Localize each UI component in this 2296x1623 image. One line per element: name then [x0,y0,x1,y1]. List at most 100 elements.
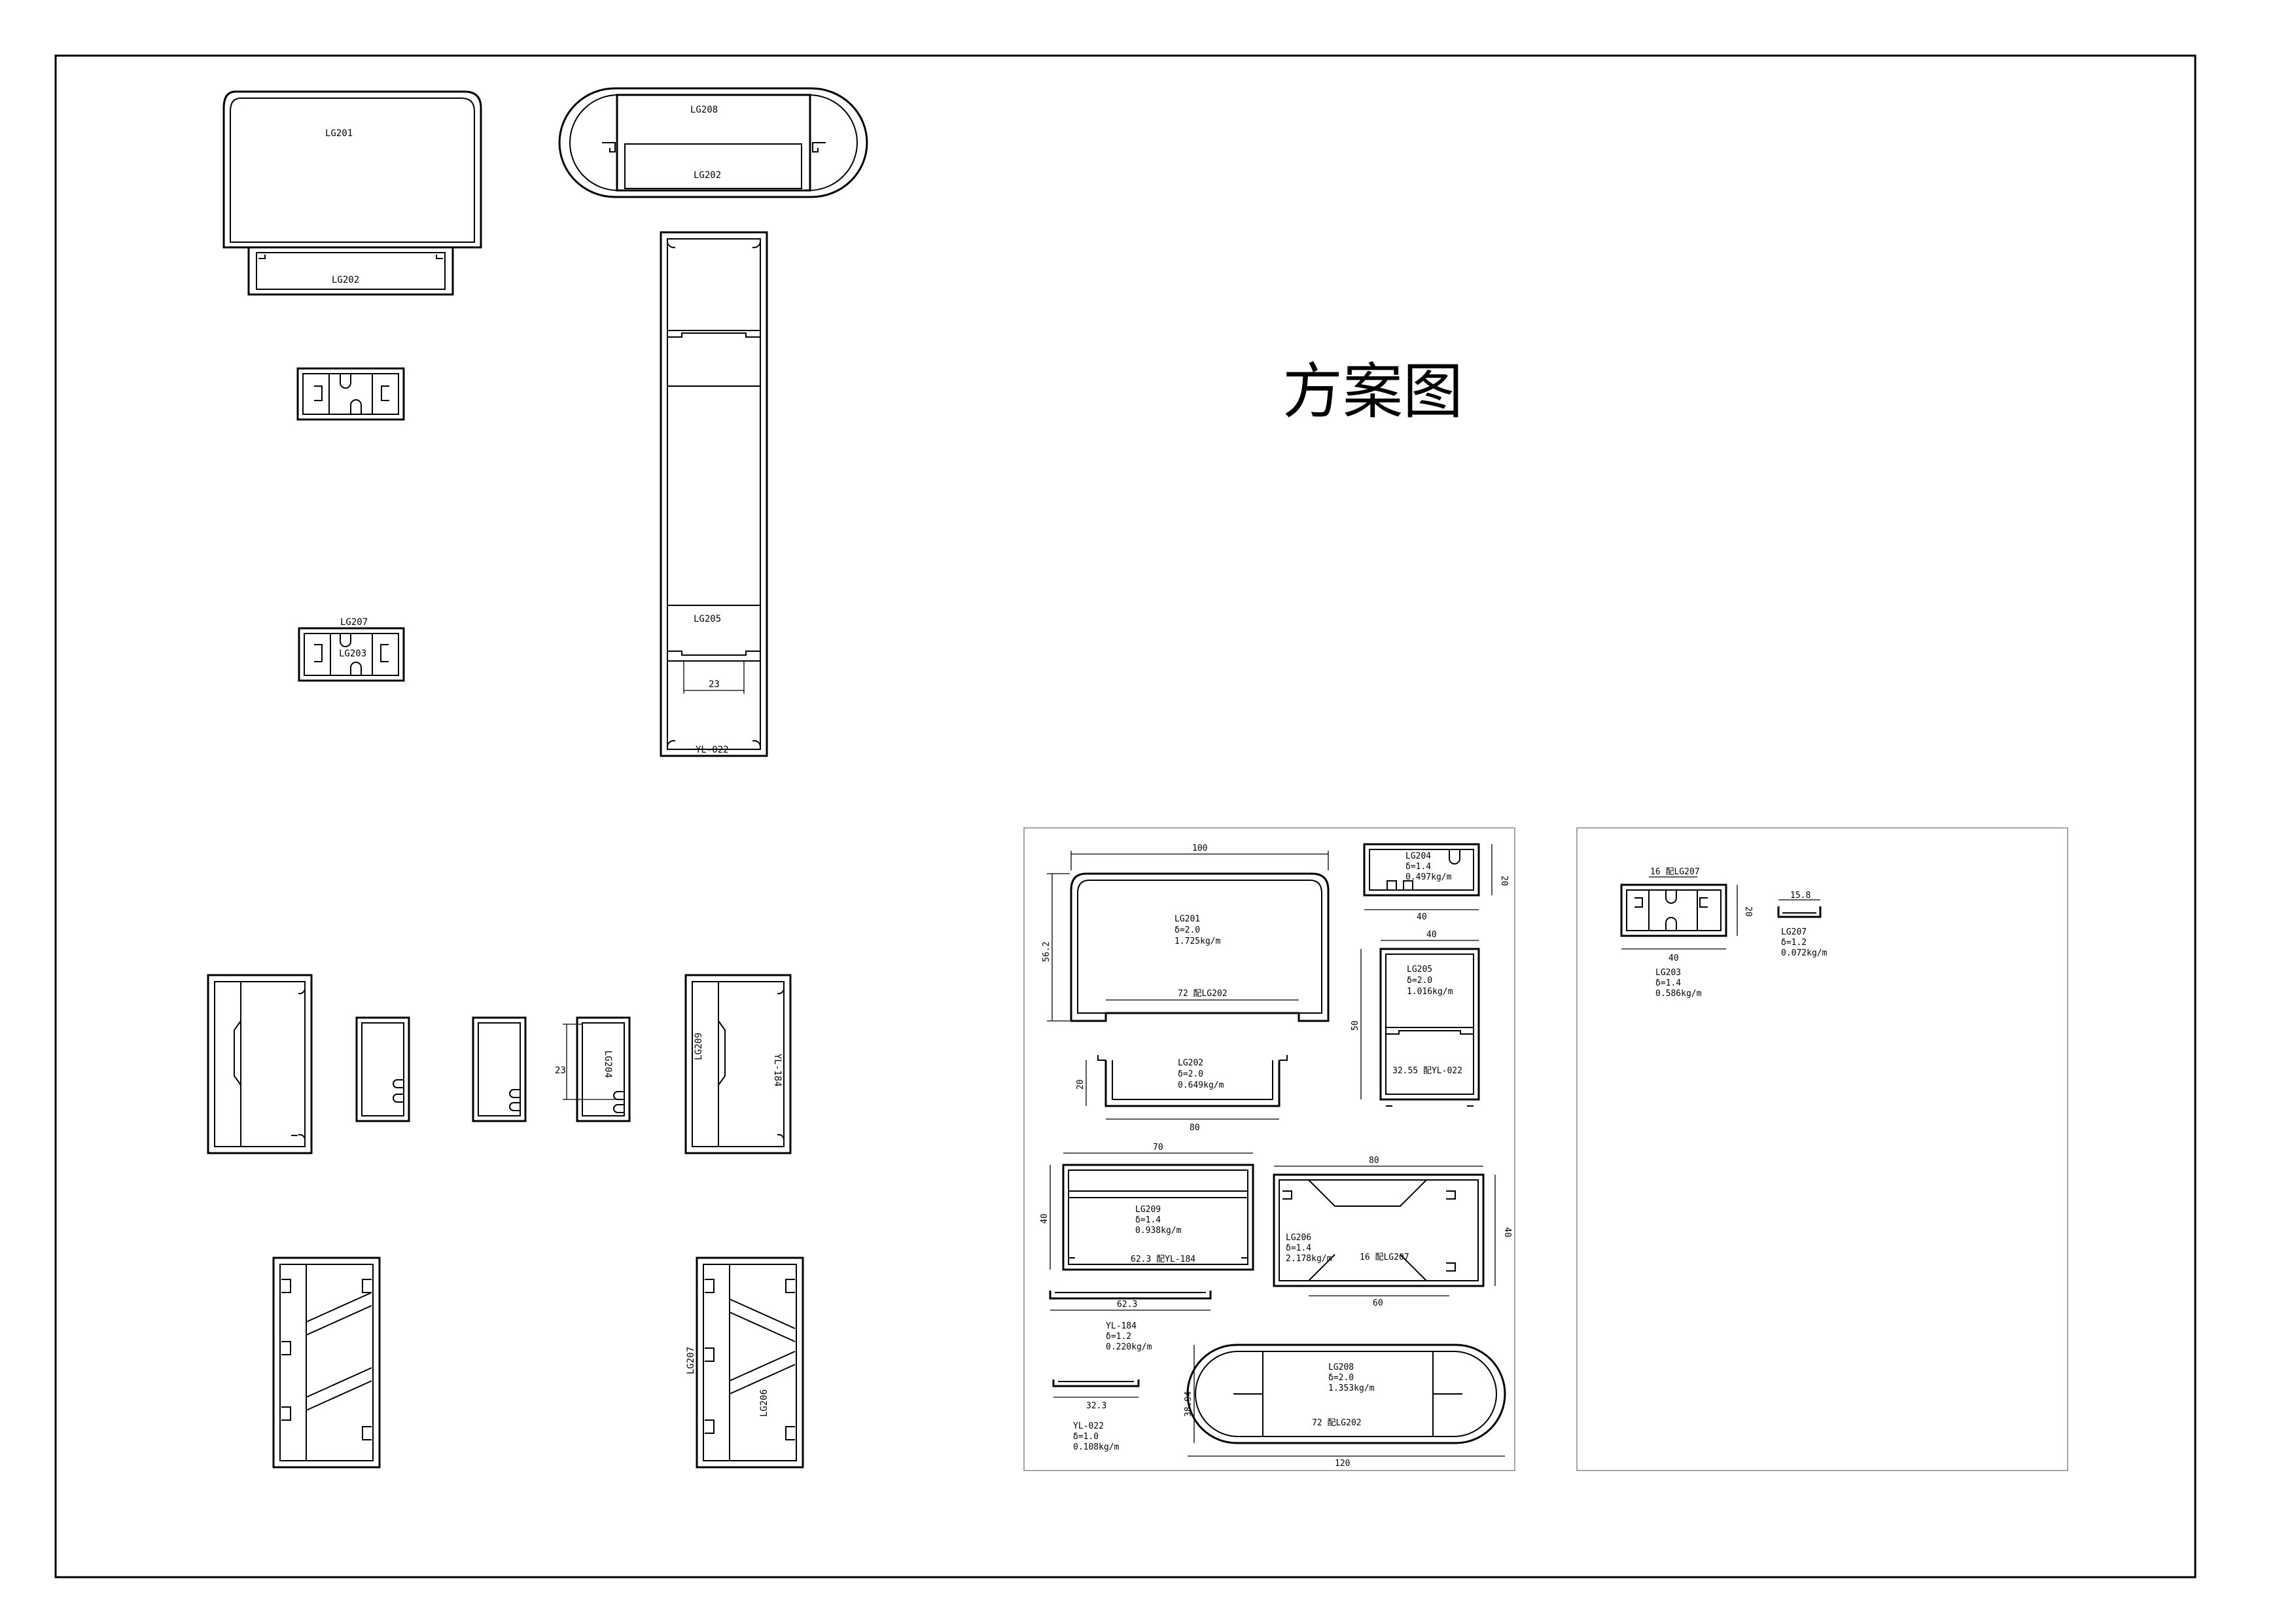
lg204-thickness: δ=1.4 [1405,862,1431,872]
dim-lg201-width: 100 [1192,844,1207,853]
detail-lg205: 40 50 LG205 δ=2.0 1.016kg/m 32.55 配YL-02… [1351,930,1480,1107]
label-lg202-oval: LG202 [694,170,721,181]
dim-lg208-height: 38.94 [1184,1391,1193,1417]
yl022-weight: 0.108kg/m [1073,1442,1120,1452]
detail-lg206: 80 60 40 LG206 δ=1.4 2.178kg/m 16 配LG207 [1273,1156,1512,1308]
lg203-mate: 16 配LG207 [1650,867,1700,877]
dim-lg203-height: 20 [1743,906,1753,917]
dim-yl022-width: 32.3 [1086,1401,1106,1411]
label-yl022-column: YL-022 [696,745,729,755]
dim-lg205-height: 50 [1351,1020,1360,1031]
label-lg209-rotated: LG209 [694,1033,704,1060]
dim-column-23: 23 [709,679,720,690]
dim-lg206-width: 80 [1369,1156,1379,1166]
assembly-lg201-lg202: LG201 LG202 [222,90,482,296]
lg205-thickness: δ=2.0 [1407,976,1432,986]
assembly-lg207-lg206-right: LG207 LG206 [686,1257,804,1469]
detail-lg201: 100 56.2 LG201 δ=2.0 1.725kg/m 72 配LG202 [1042,844,1330,1022]
lg201-mate: 72 配LG202 [1178,989,1227,999]
yl184-thickness: δ=1.2 [1106,1332,1131,1342]
yl022-name: YL-022 [1073,1421,1104,1431]
lg209-name: LG209 [1135,1205,1161,1215]
dim-lg204-width: 40 [1417,912,1427,922]
lg209-thickness: δ=1.4 [1135,1215,1161,1225]
lg201-name: LG201 [1174,914,1200,924]
lg202-thickness: δ=2.0 [1178,1069,1203,1079]
sheet-a-frame [1023,827,1515,1471]
label-lg203-mid: LG203 [339,649,366,659]
dim-lg204-height: 20 [1499,876,1509,886]
dim-lg208-width: 120 [1335,1459,1350,1469]
lg204-name: LG204 [1405,851,1431,861]
label-lg208: LG208 [690,105,718,115]
lg207-name: LG207 [1781,927,1807,937]
dim-lg209-width: 70 [1153,1143,1163,1152]
label-lg201: LG201 [325,128,353,139]
profile-small-box-lg204: 23 LG204 [555,1016,631,1122]
lg208-weight: 1.353kg/m [1328,1383,1375,1393]
label-lg205-column: LG205 [694,614,721,624]
lg206-mate: 16 配LG207 [1360,1253,1409,1262]
detail-lg203: 16 配LG207 40 20 LG203 δ=1.4 0.586kg/m [1620,867,1753,999]
yl022-thickness: δ=1.0 [1073,1432,1099,1442]
lg202-weight: 0.649kg/m [1178,1080,1224,1090]
dim-yl184-width: 62.3 [1117,1300,1137,1310]
dim-lg205-width: 40 [1426,930,1437,940]
lg207-thickness: δ=1.2 [1781,938,1807,948]
sheet-border [54,54,2197,1578]
label-yl184-rotated: YL-184 [772,1054,783,1087]
detail-yl184: 62.3 YL-184 δ=1.2 0.220kg/m [1049,1291,1212,1352]
lg208-name: LG208 [1328,1363,1354,1372]
lg205-mate: 32.55 配YL-022 [1392,1066,1462,1076]
lg209-weight: 0.938kg/m [1135,1226,1182,1236]
profile-small-box-2 [472,1016,527,1122]
lg204-weight: 0.497kg/m [1405,872,1452,882]
lg208-thickness: δ=2.0 [1328,1373,1354,1383]
dim-lg202-height: 20 [1076,1079,1086,1090]
lg201-weight: 1.725kg/m [1174,936,1221,946]
dim-small-23: 23 [555,1065,566,1076]
dim-lg209-height: 40 [1040,1213,1050,1224]
lg207-weight: 0.072kg/m [1781,948,1828,958]
label-lg206-bottom: LG206 [759,1389,769,1417]
assembly-tall-column: LG205 23 YL-022 [660,231,768,757]
profile-left-tall [207,974,313,1154]
profile-small-box-1 [355,1016,410,1122]
yl184-name: YL-184 [1106,1321,1137,1331]
dim-lg202-width: 80 [1190,1123,1200,1133]
detail-lg208: 120 38.94 LG208 δ=2.0 1.353kg/m 72 配LG20… [1184,1344,1506,1469]
detail-lg204: LG204 δ=1.4 0.497kg/m 40 20 [1363,843,1509,922]
lg206-name: LG206 [1286,1233,1311,1243]
detail-yl022: 32.3 YL-022 δ=1.0 0.108kg/m [1052,1380,1140,1452]
detail-lg202: 20 80 LG202 δ=2.0 0.649kg/m [1076,1055,1288,1133]
yl184-weight: 0.220kg/m [1106,1342,1152,1352]
lg201-thickness: δ=2.0 [1174,925,1200,935]
detail-lg207: 15.8 LG207 δ=1.2 0.072kg/m [1777,891,1828,958]
label-lg202: LG202 [332,275,359,285]
dim-lg206-height: 40 [1502,1227,1512,1238]
assembly-lg209-yl184: LG209 YL-184 [684,974,792,1154]
label-lg204-rotated: LG204 [603,1050,613,1078]
profile-triple-cell-upper [296,367,405,421]
dim-lg207-width: 15.8 [1790,891,1810,901]
label-lg207-bottom: LG207 [686,1347,696,1374]
page-title: 方案图 [1282,357,1463,427]
lg203-weight: 0.586kg/m [1655,989,1702,999]
lg206-weight: 2.178kg/m [1286,1254,1332,1264]
assembly-lg208-lg202: LG208 LG202 [558,87,868,198]
profile-lg206-left [272,1257,381,1469]
lg209-mate: 62.3 配YL-184 [1131,1255,1195,1264]
lg203-thickness: δ=1.4 [1655,978,1681,988]
dim-lg206-bottom: 60 [1373,1298,1383,1308]
detail-lg209: 70 40 LG209 δ=1.4 0.938kg/m 62.3 配YL-184 [1040,1143,1254,1271]
dim-lg201-height: 56.2 [1042,942,1051,962]
lg202-name: LG202 [1178,1058,1203,1068]
dim-lg203-width: 40 [1669,954,1679,963]
label-lg207-mid: LG207 [340,617,368,628]
lg206-thickness: δ=1.4 [1286,1243,1311,1253]
lg205-weight: 1.016kg/m [1407,987,1453,997]
lg203-name: LG203 [1655,968,1681,978]
sheet-b-frame [1576,827,2068,1471]
assembly-lg207-lg203: LG207 LG203 [298,617,405,682]
